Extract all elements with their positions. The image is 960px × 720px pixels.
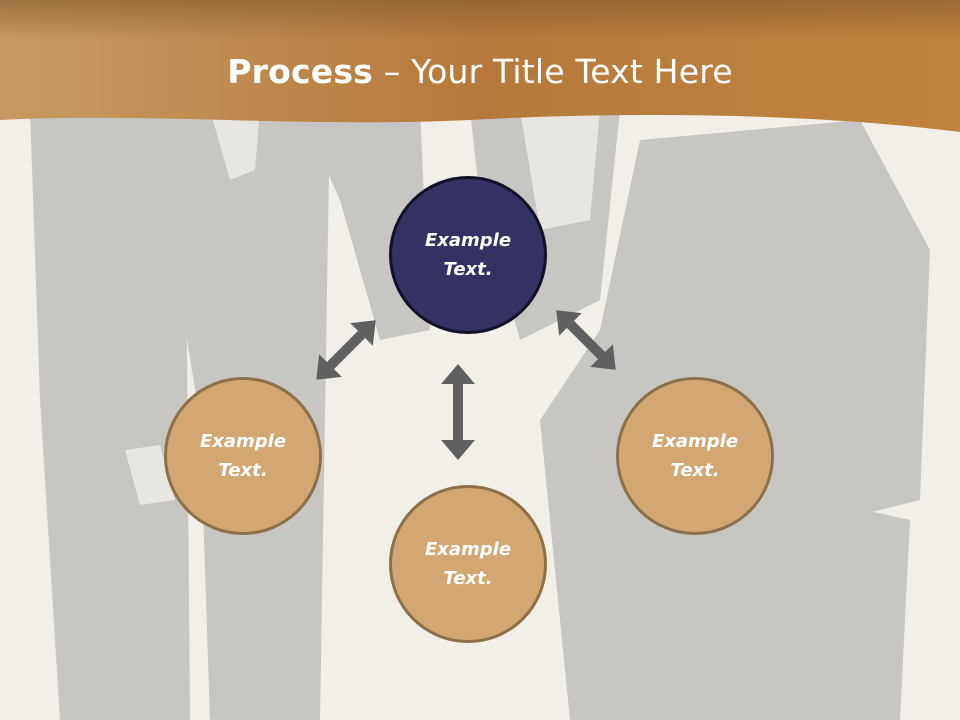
- title-bold: Process: [227, 52, 374, 91]
- node-label: Example Text.: [424, 230, 512, 280]
- process-node-left: Example Text.: [164, 377, 322, 535]
- double-arrow-left: [316, 320, 376, 380]
- process-node-right: Example Text.: [616, 377, 774, 535]
- process-node-top: Example Text.: [389, 176, 547, 334]
- node-label: Example Text.: [651, 431, 739, 481]
- process-node-bottom: Example Text.: [389, 485, 547, 643]
- double-arrow-right: [556, 310, 616, 370]
- node-label: Example Text.: [199, 431, 287, 481]
- node-label: Example Text.: [424, 539, 512, 589]
- title-rest: – Your Title Text Here: [373, 52, 733, 91]
- page-title: Process – Your Title Text Here: [0, 52, 960, 91]
- double-arrow-vertical: [441, 364, 475, 460]
- faded-photo-highlights: [125, 110, 600, 505]
